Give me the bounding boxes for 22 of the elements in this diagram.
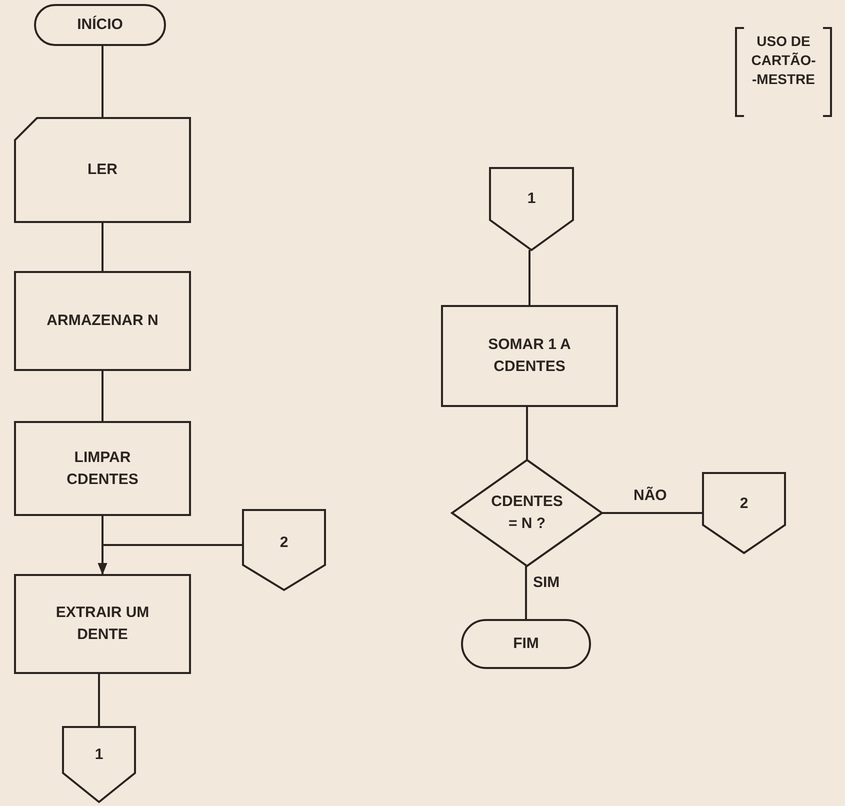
- connector: [102, 222, 104, 272]
- node-label: SOMAR 1 A CDENTES: [487, 335, 572, 377]
- node-label: 2: [740, 494, 748, 514]
- node-label: LER: [88, 160, 118, 180]
- node-label: CDENTES = N ?: [490, 492, 564, 534]
- annotation-note: USO DE CARTÃO- -MESTRE: [750, 32, 817, 89]
- node-label: EXTRAIR UM DENTE: [54, 603, 150, 645]
- connector: [102, 45, 104, 118]
- node-label: LIMPAR CDENTES: [66, 448, 140, 490]
- connector: [98, 544, 243, 575]
- connector: [528, 250, 530, 306]
- connector: [98, 673, 100, 727]
- node-label: 1: [527, 189, 536, 210]
- connector: [525, 566, 527, 620]
- node-label: ARMAZENAR N: [46, 311, 158, 332]
- node-label: INÍCIO: [77, 14, 123, 36]
- node-label: 2: [280, 532, 288, 553]
- connector: [602, 512, 703, 514]
- connector: [526, 406, 528, 460]
- node-label: 1: [94, 745, 104, 766]
- connector: [102, 370, 104, 422]
- node-label: FIM: [513, 634, 539, 654]
